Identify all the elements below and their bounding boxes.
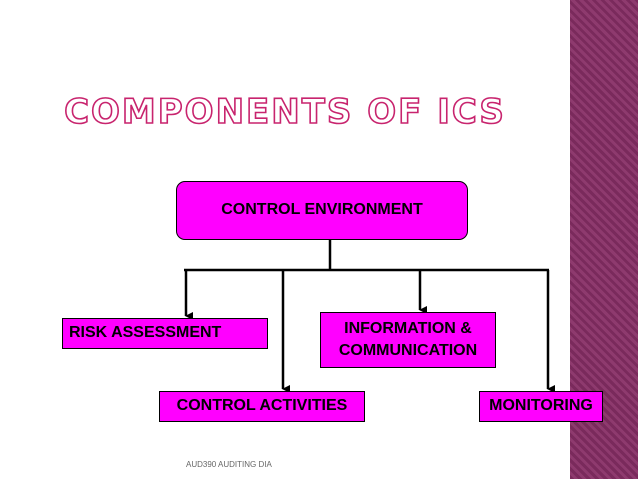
node-risk-assessment: RISK ASSESSMENT [62, 318, 268, 349]
node-control-activities: CONTROL ACTIVITIES [159, 391, 365, 422]
slide-footer: AUD390 AUDITING DIA [186, 460, 272, 469]
node-label: MONITORING [489, 397, 593, 415]
slide-title: COMPONENTS OF ICS [63, 91, 506, 133]
node-label: RISK ASSESSMENT [69, 324, 222, 342]
node-control-environment: CONTROL ENVIRONMENT [176, 181, 468, 240]
node-label-line2: COMMUNICATION [338, 342, 478, 359]
node-label: CONTROL ACTIVITIES [176, 397, 348, 415]
node-information-communication: INFORMATION & COMMUNICATION [320, 312, 496, 368]
node-label: CONTROL ENVIRONMENT [221, 201, 423, 219]
node-label-line1: INFORMATION & [344, 319, 472, 337]
node-monitoring: MONITORING [479, 391, 603, 422]
